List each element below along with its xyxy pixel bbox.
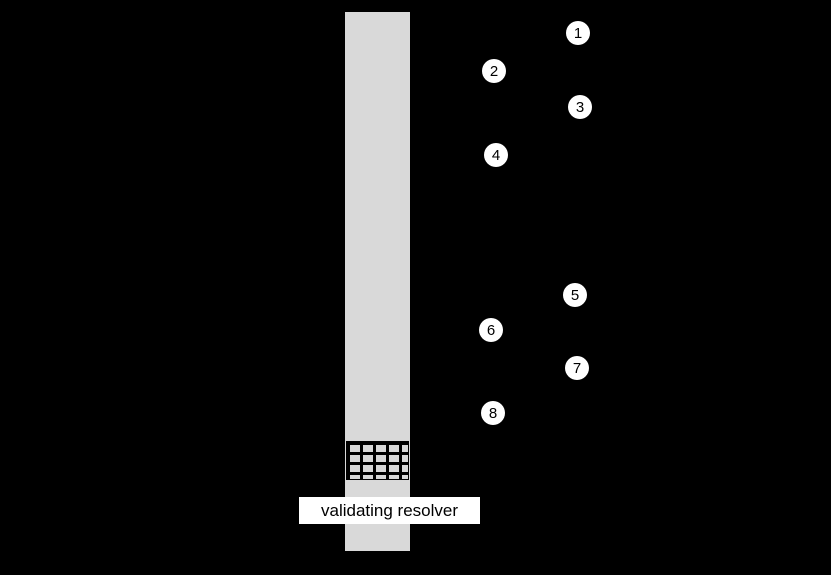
step-circle-5: 5: [563, 283, 587, 307]
step-circle-8: 8: [481, 401, 505, 425]
hatch-grid-pattern: [346, 441, 409, 480]
step-circle-6: 6: [479, 318, 503, 342]
validating-resolver-label: validating resolver: [299, 497, 480, 524]
step-circle-3: 3: [568, 95, 592, 119]
step-circle-4: 4: [484, 143, 508, 167]
step-circle-7: 7: [565, 356, 589, 380]
validating-resolver-label-text: validating resolver: [320, 500, 458, 520]
step-circle-2: 2: [482, 59, 506, 83]
step-circle-1: 1: [566, 21, 590, 45]
